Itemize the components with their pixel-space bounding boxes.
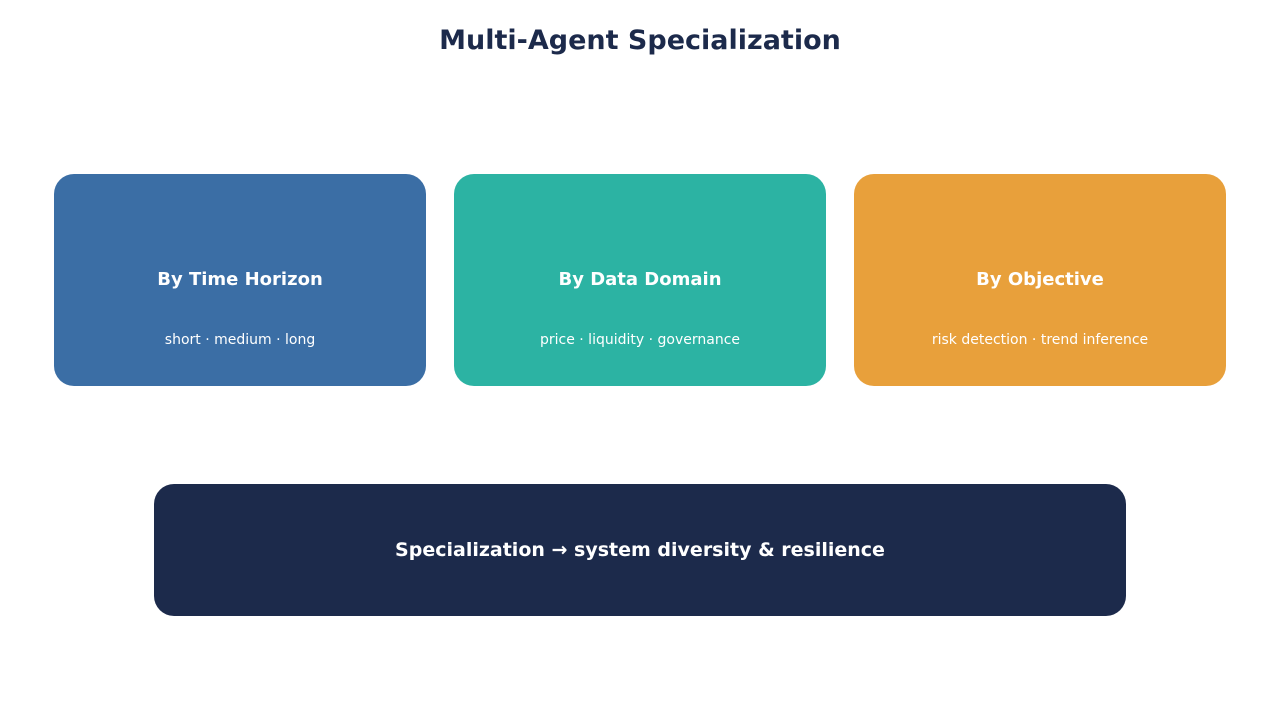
card-title: By Objective	[976, 269, 1104, 290]
card-title: By Time Horizon	[157, 269, 323, 290]
card-subtitle: risk detection · trend inference	[931, 332, 1149, 348]
page-title: Multi-Agent Specialization	[439, 25, 841, 56]
card-time-horizon: By Time Horizon short · medium · long	[54, 174, 426, 386]
card-objective: By Objective risk detection · trend infe…	[854, 174, 1226, 386]
card-title: By Data Domain	[558, 269, 722, 290]
card-subtitle: short · medium · long	[164, 332, 316, 348]
card-subtitle: price · liquidity · governance	[539, 332, 741, 348]
card-data-domain: By Data Domain price · liquidity · gover…	[454, 174, 826, 386]
summary-banner: Specialization → system diversity & resi…	[154, 484, 1126, 616]
summary-banner-text: Specialization → system diversity & resi…	[395, 539, 885, 561]
